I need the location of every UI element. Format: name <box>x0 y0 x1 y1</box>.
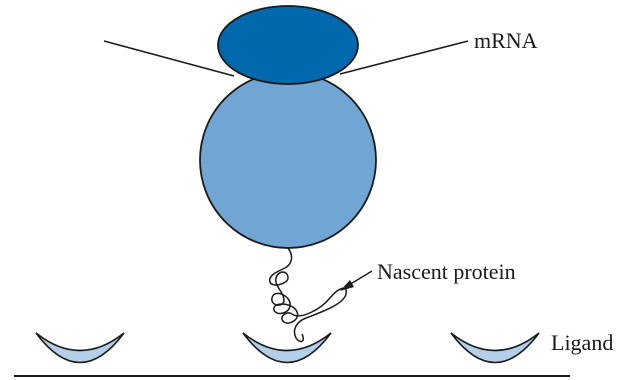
ribosome-small-subunit <box>217 5 359 85</box>
nascent-protein-label: Nascent protein <box>377 259 516 284</box>
ligand-label: Ligand <box>551 330 613 355</box>
ligand-cup-left <box>35 332 125 364</box>
ligand-cup-middle <box>242 332 332 364</box>
ribosome-large-subunit <box>199 71 377 249</box>
nascent-protein-chain <box>268 247 347 343</box>
mrna-strand-right <box>339 40 469 75</box>
mrna-label: mRNA <box>474 28 538 53</box>
nascent-protein-arrowhead <box>340 280 354 291</box>
mrna-strand-left <box>103 40 235 77</box>
ligand-cup-right <box>450 332 540 364</box>
